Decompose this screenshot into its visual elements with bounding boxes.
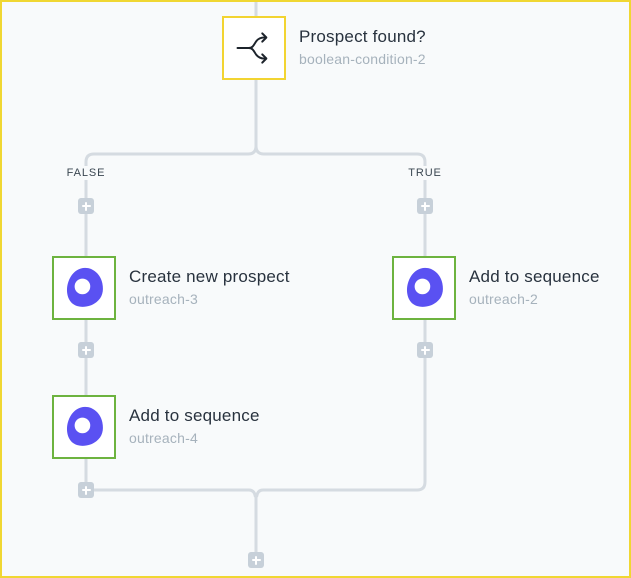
add-step-button-true-2[interactable] bbox=[417, 342, 433, 358]
node-subtitle: boolean-condition-2 bbox=[299, 51, 426, 67]
plus-icon bbox=[254, 555, 258, 565]
plus-icon bbox=[84, 485, 88, 495]
node-subtitle: outreach-3 bbox=[129, 291, 198, 307]
outreach-node-box[interactable] bbox=[392, 256, 456, 320]
outreach-icon bbox=[406, 267, 443, 307]
node-title: Create new prospect bbox=[129, 267, 290, 286]
plus-icon bbox=[423, 201, 427, 211]
node-boolean-condition: Prospect found? boolean-condition-2 bbox=[222, 16, 426, 80]
add-step-button-true-1[interactable] bbox=[417, 198, 433, 214]
node-text: Add to sequence outreach-2 bbox=[469, 256, 600, 307]
add-step-button-bottom[interactable] bbox=[248, 552, 264, 568]
node-outreach-4: Add to sequence outreach-4 bbox=[52, 395, 260, 459]
node-text: Add to sequence outreach-4 bbox=[129, 395, 260, 446]
node-outreach-3: Create new prospect outreach-3 bbox=[52, 256, 290, 320]
node-title: Add to sequence bbox=[129, 406, 260, 425]
outreach-node-box[interactable] bbox=[52, 395, 116, 459]
outreach-node-box[interactable] bbox=[52, 256, 116, 320]
connector-merge-line bbox=[90, 488, 257, 498]
branch-split-icon bbox=[236, 32, 268, 64]
add-step-button-false-1[interactable] bbox=[78, 198, 94, 214]
outreach-icon bbox=[66, 267, 103, 307]
true-branch-label: TRUE bbox=[405, 166, 445, 180]
node-title: Prospect found? bbox=[299, 27, 426, 46]
node-title: Add to sequence bbox=[469, 267, 600, 286]
node-text: Create new prospect outreach-3 bbox=[129, 256, 290, 307]
node-outreach-2: Add to sequence outreach-2 bbox=[392, 256, 600, 320]
outreach-icon bbox=[66, 406, 103, 446]
add-step-button-merge-left[interactable] bbox=[78, 482, 94, 498]
connector-true-branch bbox=[254, 138, 427, 498]
node-subtitle: outreach-4 bbox=[129, 430, 198, 446]
node-subtitle: outreach-2 bbox=[469, 291, 538, 307]
add-step-button-false-2[interactable] bbox=[78, 342, 94, 358]
boolean-condition-node-box[interactable] bbox=[222, 16, 286, 80]
plus-icon bbox=[423, 345, 427, 355]
plus-icon bbox=[84, 345, 88, 355]
plus-icon bbox=[84, 201, 88, 211]
false-branch-label: FALSE bbox=[63, 166, 109, 180]
node-text: Prospect found? boolean-condition-2 bbox=[299, 16, 426, 67]
